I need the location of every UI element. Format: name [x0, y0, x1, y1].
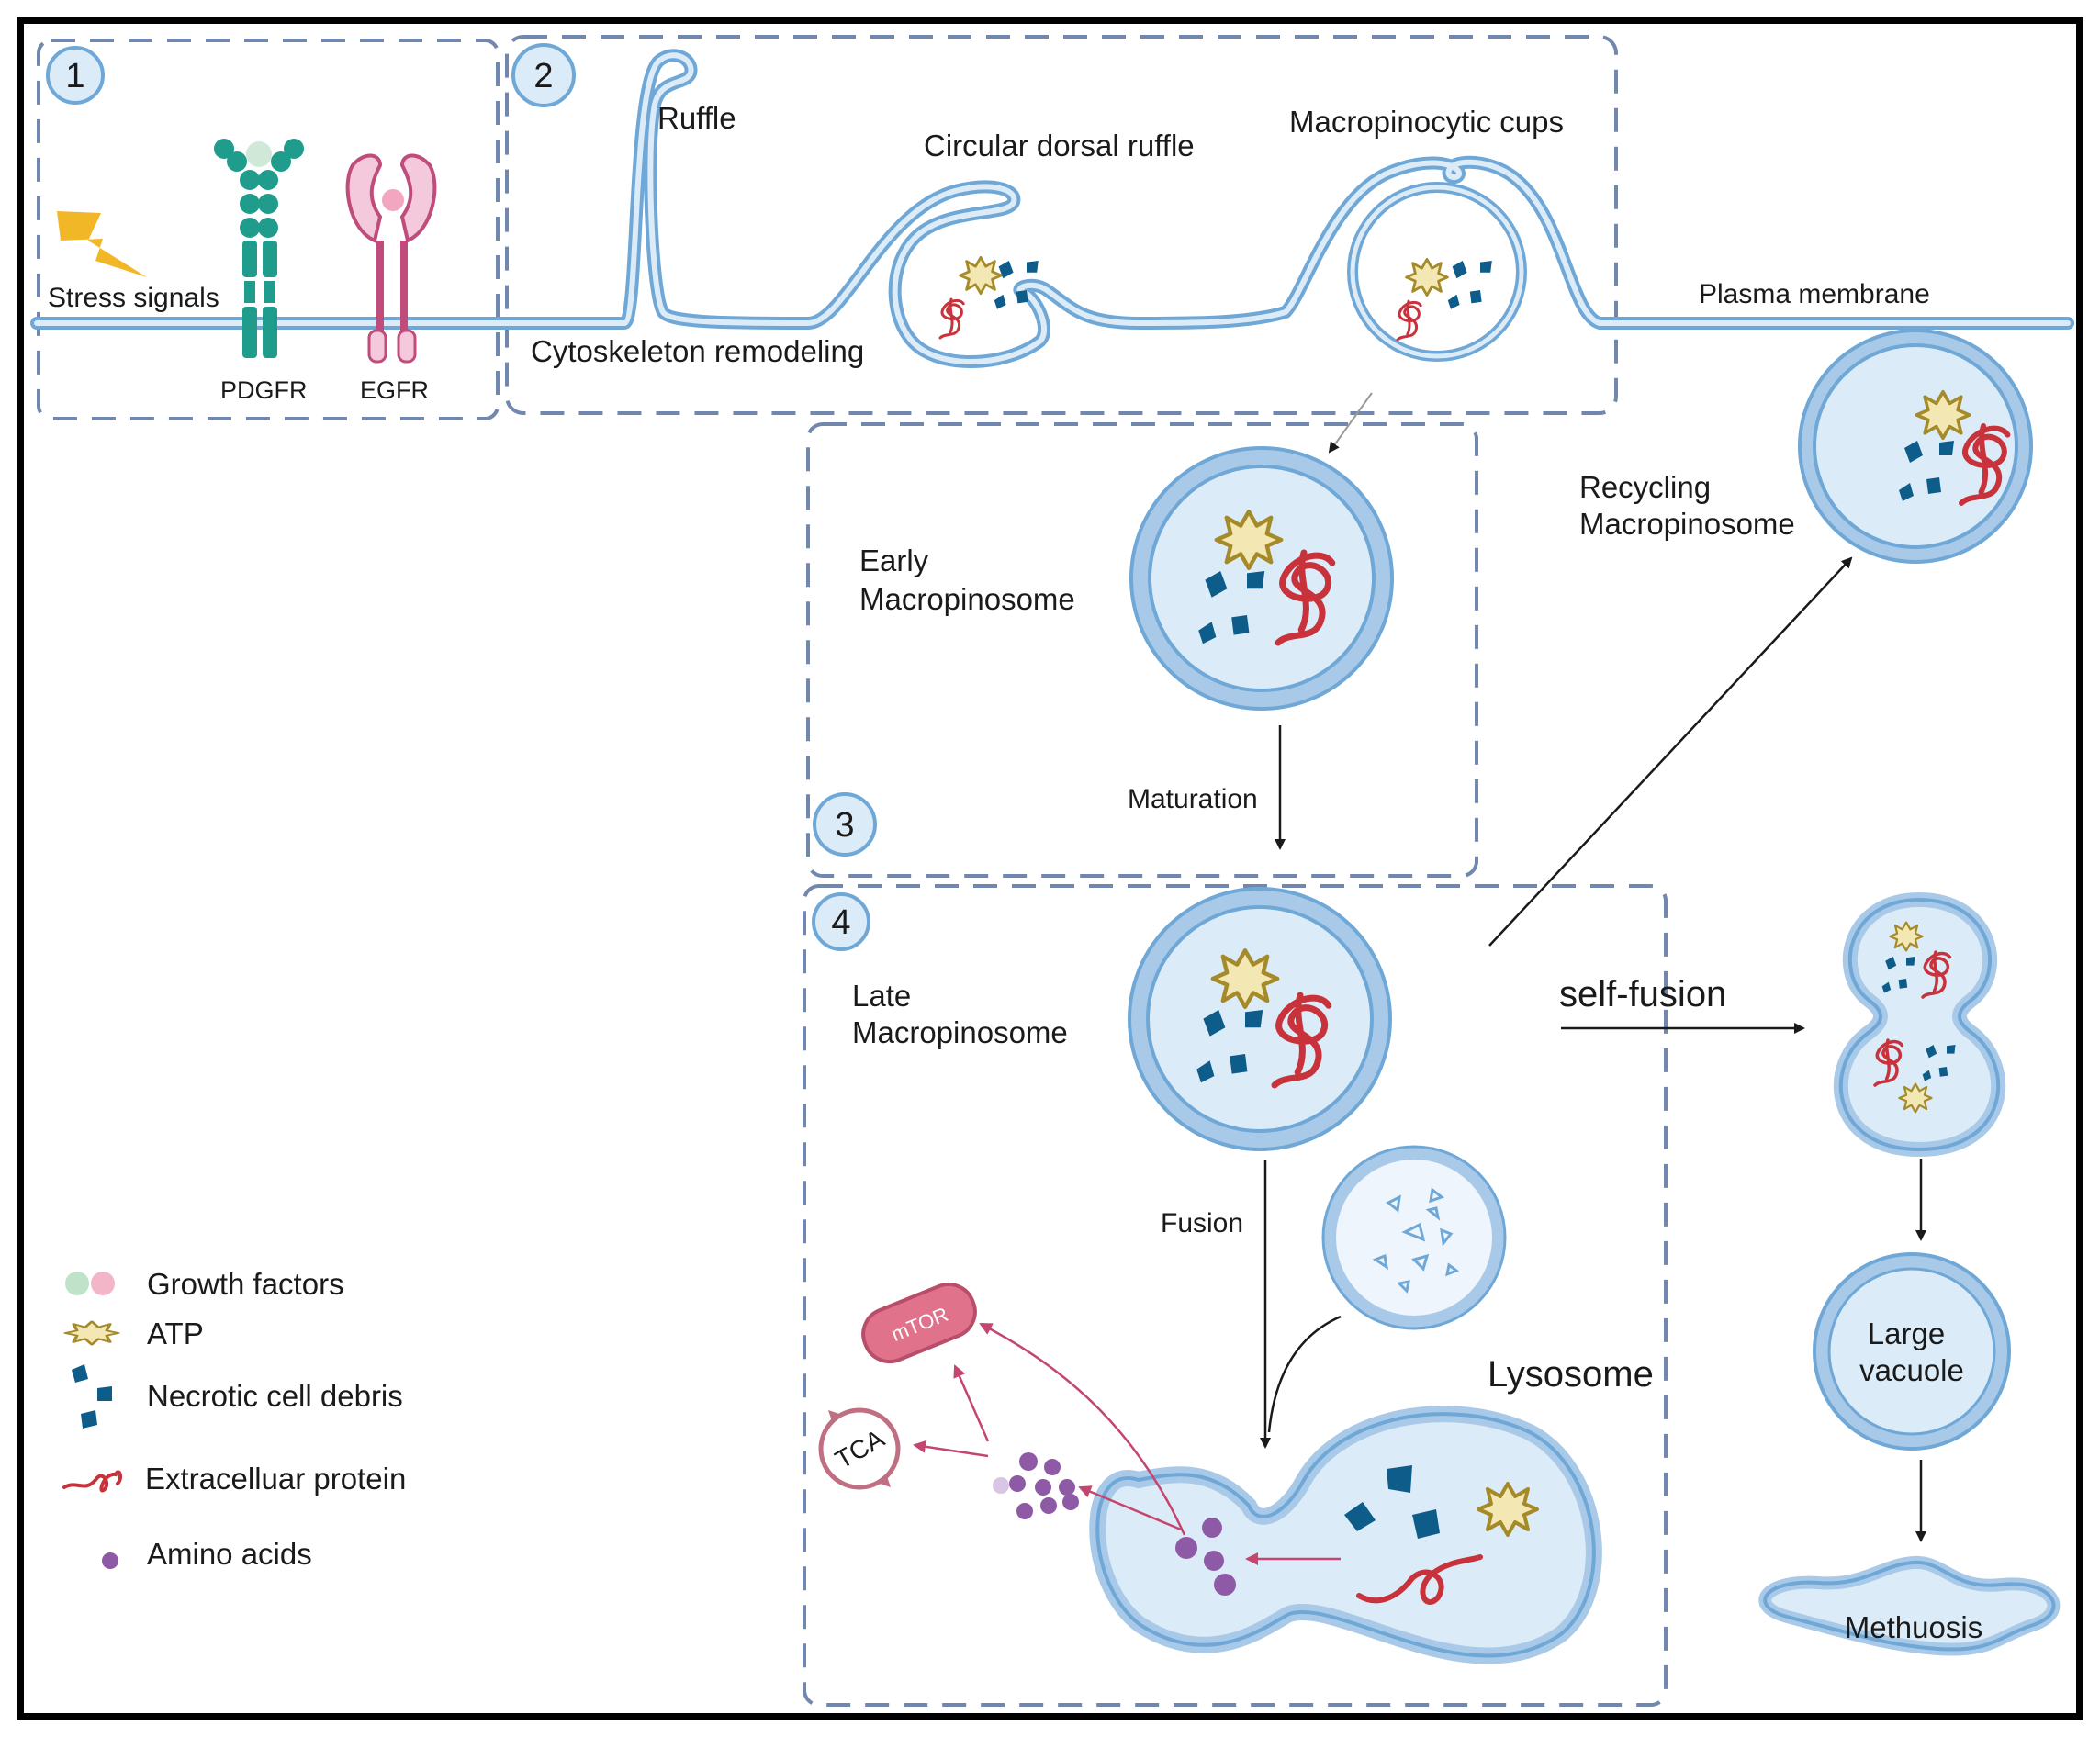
amino-acid-cluster — [993, 1452, 1079, 1519]
panel-3-frame — [806, 422, 1478, 878]
legend-amino-acids-label: Amino acids — [147, 1537, 312, 1571]
cup-debris-icon — [1447, 261, 1492, 309]
early-macropinosome — [1129, 446, 1394, 711]
methuosis-cell — [1758, 1555, 2061, 1656]
methuosis-label: Methuosis — [1845, 1610, 1982, 1644]
stress-signals-label: Stress signals — [48, 283, 219, 313]
late-macropinosome — [1128, 887, 1392, 1151]
arrow-aa-to-tca — [913, 1440, 989, 1458]
svg-text:4: 4 — [831, 903, 850, 942]
cup-atp-icon — [1405, 257, 1449, 297]
late-label-line1: Late — [852, 979, 911, 1013]
mtor-complex: mTOR — [861, 1282, 977, 1364]
legend-growth-factors-label: Growth factors — [147, 1267, 344, 1301]
arrow-aa-out — [1078, 1485, 1182, 1531]
self-fusion-label: self-fusion — [1559, 974, 1726, 1014]
lightning-icon — [57, 211, 147, 277]
panel-4-frame — [803, 884, 1668, 1707]
step-1-badge: 1 — [46, 46, 105, 105]
legend-atp-label: ATP — [147, 1317, 204, 1350]
arrow-aa-to-mtor — [979, 1322, 1186, 1536]
recycling-label-line1: Recycling — [1579, 470, 1711, 504]
egfr-receptor-icon — [345, 153, 437, 364]
circular-dorsal-ruffle-label: Circular dorsal ruffle — [924, 129, 1195, 162]
legend-protein-label: Extracelluar protein — [145, 1462, 406, 1496]
self-fused-vacuole — [1833, 891, 2006, 1158]
amino-acid-icon — [102, 1552, 118, 1569]
debris-icon — [72, 1364, 112, 1429]
arrow-cup-to-early — [1328, 392, 1373, 454]
fusion-label: Fusion — [1161, 1208, 1243, 1238]
outer-frame — [17, 17, 2083, 1720]
maturation-label: Maturation — [1128, 784, 1258, 814]
arrow-lysosome-join — [1267, 1315, 1342, 1433]
early-label-line1: Early — [859, 544, 929, 577]
step-3-badge: 3 — [813, 792, 877, 857]
pdgfr-receptor-icon — [214, 139, 304, 358]
late-label-line2: Macropinosome — [852, 1015, 1068, 1049]
cup-protein-icon — [1396, 299, 1422, 342]
large-vacuole-label-line1: Large — [1868, 1317, 1945, 1350]
pdgfr-label: PDGFR — [220, 376, 308, 404]
svg-text:1: 1 — [65, 57, 84, 95]
step-2-badge: 2 — [511, 43, 576, 107]
tca-cycle-icon: TCA — [818, 1407, 901, 1490]
panel-1-frame — [37, 39, 500, 420]
cdr-protein-icon — [938, 297, 965, 340]
plasma-membrane — [30, 49, 2074, 369]
ruffle-label: Ruffle — [657, 101, 736, 135]
svg-text:TCA: TCA — [830, 1424, 889, 1474]
legend: Growth factors ATP Necrotic cell debris … — [62, 1267, 406, 1571]
svg-text:2: 2 — [533, 57, 553, 95]
arrow-recycling — [1488, 556, 1853, 947]
svg-text:3: 3 — [835, 806, 854, 845]
protein-icon — [62, 1470, 123, 1493]
macropinocytic-cups-label: Macropinocytic cups — [1289, 105, 1564, 139]
early-label-line2: Macropinosome — [859, 582, 1075, 616]
cdr-atp-icon — [959, 255, 1003, 296]
plasma-membrane-label: Plasma membrane — [1699, 279, 1930, 309]
large-vacuole — [1813, 1252, 2011, 1451]
egfr-label: EGFR — [360, 376, 429, 404]
large-vacuole-label-line2: vacuole — [1859, 1353, 1964, 1387]
growth-factors-icon — [65, 1272, 115, 1295]
step-4-badge: 4 — [812, 892, 870, 951]
lysosome-vesicle — [1321, 1145, 1507, 1330]
recycling-macropinosome — [1798, 329, 2033, 564]
cytoskeleton-remodeling-label: Cytoskeleton remodeling — [531, 334, 864, 368]
legend-debris-label: Necrotic cell debris — [147, 1379, 403, 1413]
recycling-label-line2: Macropinosome — [1579, 507, 1795, 541]
atp-icon — [63, 1319, 120, 1347]
arrow-aa-mtor-direct — [953, 1364, 990, 1442]
lysosome-label: Lysosome — [1488, 1354, 1654, 1395]
panel-2-frame — [505, 35, 1618, 415]
autolysosome-fusion — [1089, 1406, 1602, 1664]
